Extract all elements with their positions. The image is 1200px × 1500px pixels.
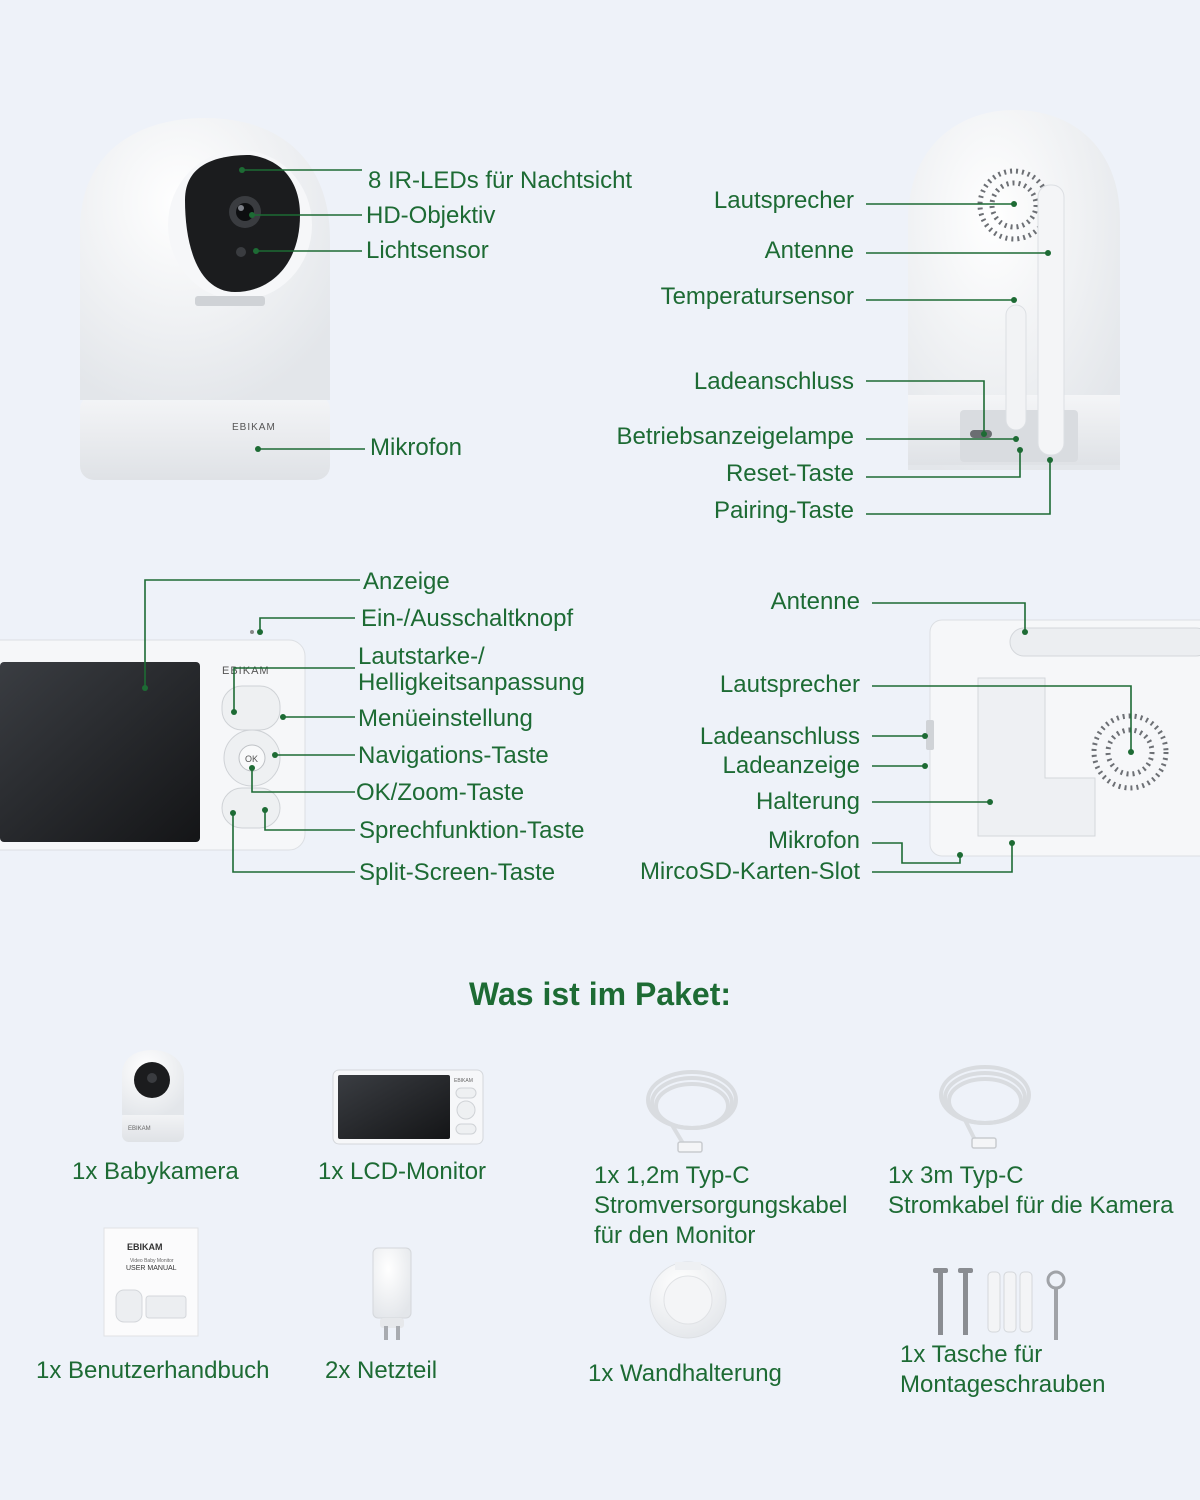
label-lautsprecher-monitor: Lautsprecher <box>719 671 860 698</box>
baby-camera-icon: EBIKAM <box>122 1050 184 1142</box>
label-reset-taste: Reset-Taste <box>725 460 854 487</box>
leader-lines <box>144 169 1132 873</box>
label-halterung: Halterung <box>755 788 860 815</box>
leader-dots <box>142 167 1134 858</box>
manual-brand: EBIKAM <box>127 1242 163 1252</box>
lcd-monitor-icon: EBIKAM <box>332 1069 484 1145</box>
label-ladeanzeige: Ladeanzeige <box>722 752 860 779</box>
label-lautsprecher-camera: Lautsprecher <box>713 187 854 214</box>
package-item-cable-camera: 1x 3m Typ-C Stromkabel für die Kamera <box>888 1161 1173 1221</box>
svg-text:EBIKAM: EBIKAM <box>128 1126 151 1132</box>
label-ir-leds: 8 IR-LEDs für Nachtsicht <box>368 167 633 194</box>
cable-monitor-line-1: 1x 1,2m Typ-C <box>594 1162 750 1189</box>
package-item-cable-monitor: 1x 1,2m Typ-C Stromversorgungskabel für … <box>594 1161 847 1251</box>
screws-icon <box>933 1268 1066 1340</box>
label-antenne-monitor: Antenne <box>770 588 860 615</box>
camera-back-image <box>908 110 1120 470</box>
package-item-benutzerhandbuch: 1x Benutzerhandbuch <box>36 1357 270 1384</box>
package-item-babykamera: 1x Babykamera <box>72 1158 239 1185</box>
label-menueinstellung: Menüeinstellung <box>358 705 533 732</box>
label-ladeanschluss-camera: Ladeanschluss <box>693 368 854 395</box>
label-ein-ausschaltknopf: Ein-/Ausschaltknopf <box>361 605 574 632</box>
label-split-screen-taste: Split-Screen-Taste <box>359 859 556 886</box>
cable-icon-camera <box>939 1065 1031 1149</box>
monitor-front-image: EBIKAM OK <box>0 630 306 851</box>
package-item-wandhalterung: 1x Wandhalterung <box>588 1360 782 1387</box>
label-pairing-taste: Pairing-Taste <box>713 497 854 524</box>
label-helligkeitsanpassung: Helligkeitsanpassung <box>358 669 585 696</box>
package-item-lcd-monitor: 1x LCD-Monitor <box>318 1158 487 1185</box>
manual-title: USER MANUAL <box>126 1265 177 1272</box>
label-navigations-taste: Navigations-Taste <box>358 742 549 769</box>
label-mikrofon-monitor: Mikrofon <box>767 827 860 854</box>
screws-line-2: Montageschrauben <box>900 1371 1106 1398</box>
label-antenne-camera: Antenne <box>764 237 854 264</box>
camera-front-image: EBIKAM <box>80 118 330 480</box>
label-lautstarke: Lautstarke-/ <box>358 643 485 670</box>
cable-camera-line-2: Stromkabel für die Kamera <box>888 1192 1174 1219</box>
label-betriebsanzeigelampe: Betriebsanzeigelampe <box>616 423 854 450</box>
power-adapter-icon <box>372 1247 412 1340</box>
label-hd-objektiv: HD-Objektiv <box>366 202 496 229</box>
label-temperatursensor: Temperatursensor <box>660 283 854 310</box>
cable-monitor-line-3: für den Monitor <box>594 1222 756 1249</box>
label-mikrofon-camera: Mikrofon <box>370 434 463 461</box>
label-sprechfunktion-taste: Sprechfunktion-Taste <box>359 817 585 844</box>
package-item-netzteil: 2x Netzteil <box>325 1357 438 1384</box>
svg-text:EBIKAM: EBIKAM <box>222 665 270 677</box>
manual-icon: EBIKAM Video Baby Monitor USER MANUAL <box>103 1227 199 1337</box>
package-title: Was ist im Paket: <box>468 976 731 1012</box>
cable-camera-line-1: 1x 3m Typ-C <box>888 1162 1024 1189</box>
wall-mount-icon <box>649 1261 727 1339</box>
manual-subtitle: Video Baby Monitor <box>130 1258 174 1264</box>
cable-icon-monitor <box>646 1070 738 1153</box>
brand-logo-camera: EBIKAM <box>232 422 276 433</box>
cable-monitor-line-2: Stromversorgungskabel <box>594 1192 848 1219</box>
package-item-montageschrauben: 1x Tasche für Montageschrauben <box>900 1340 1105 1400</box>
label-lichtsensor: Lichtsensor <box>366 237 489 264</box>
label-anzeige: Anzeige <box>363 568 450 595</box>
screws-line-1: 1x Tasche für <box>900 1341 1043 1368</box>
ok-glyph: OK <box>245 754 258 764</box>
monitor-back-image <box>926 619 1200 857</box>
label-ok-zoom-taste: OK/Zoom-Taste <box>356 779 525 806</box>
svg-text:EBIKAM: EBIKAM <box>454 1078 473 1084</box>
label-ladeanschluss-monitor: Ladeanschluss <box>699 723 860 750</box>
label-microsd-slot: MircoSD-Karten-Slot <box>639 858 860 885</box>
